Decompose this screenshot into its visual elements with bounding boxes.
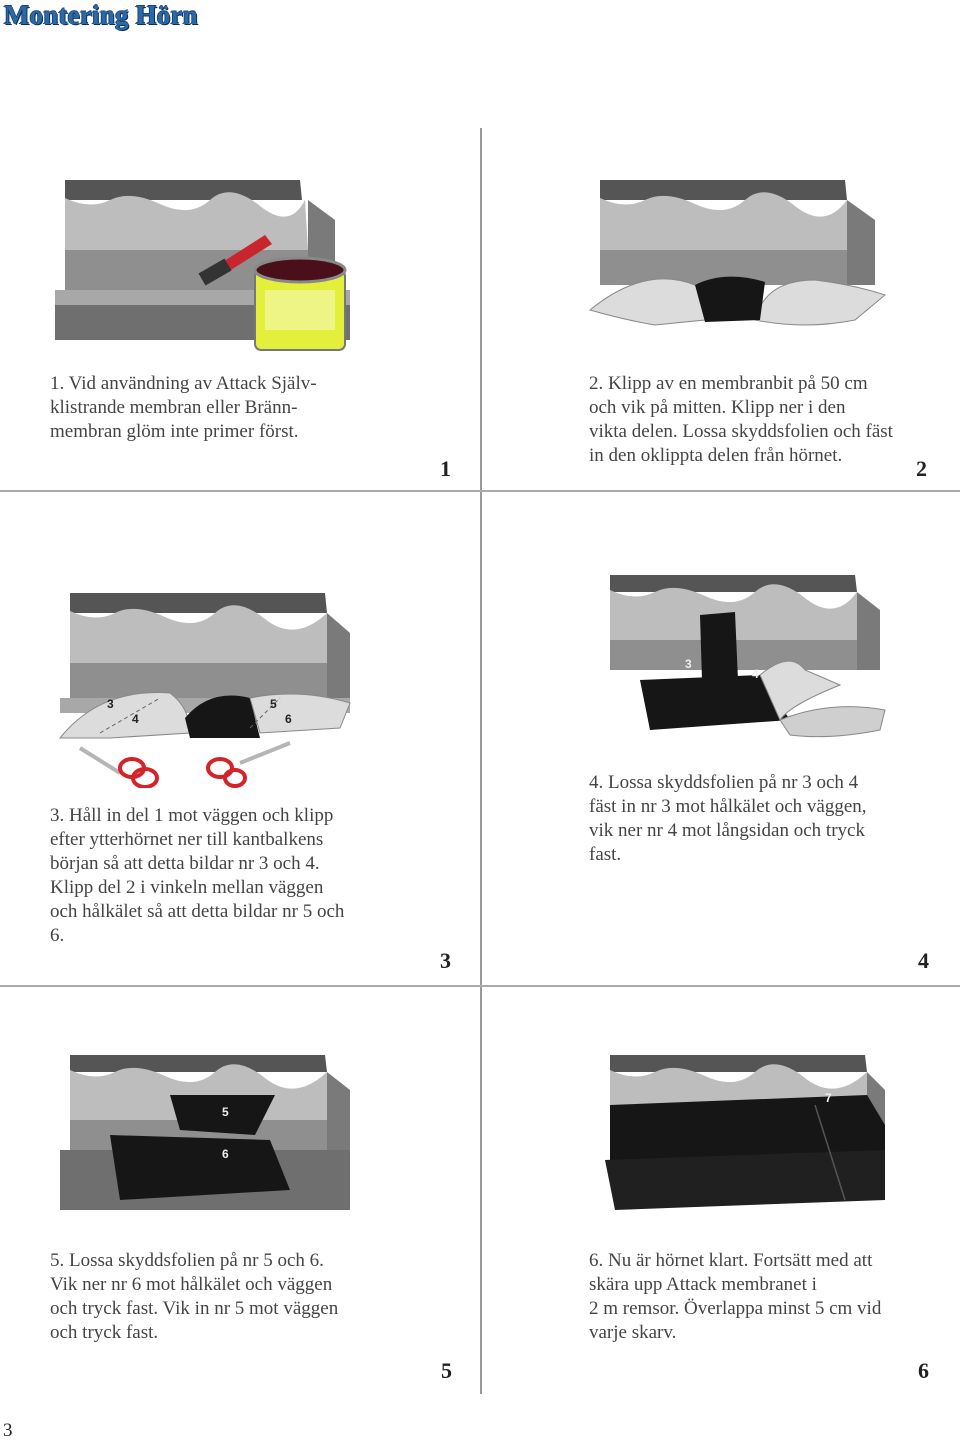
corner-illustration-2 (588, 180, 887, 326)
page-number: 3 (3, 1420, 13, 1441)
step-6-number: 6 (918, 1358, 929, 1383)
scissors-icon-2 (206, 741, 291, 788)
step-3-number: 3 (440, 948, 451, 973)
row-divider-2 (0, 985, 960, 987)
membrane-pieces (58, 692, 351, 739)
concrete-corner (610, 575, 880, 670)
step-6-description: 6. Nu är hörnet klart. Fortsätt med att … (589, 1250, 882, 1343)
step-4-number: 4 (918, 948, 929, 973)
corner-illustration-6: 7 (605, 1055, 885, 1210)
step-4-description: 4. Lossa skyddsfolien på nr 3 och 4 fäst… (589, 772, 867, 865)
row-divider-1 (0, 490, 960, 492)
step-2-description: 2. Klipp av en membranbit på 50 cm och v… (589, 373, 893, 466)
corner-illustration-3: 3 4 5 6 (58, 593, 351, 788)
piece-label-5: 5 (222, 1105, 229, 1119)
membrane-pieces (640, 612, 886, 738)
piece-label-6: 6 (285, 712, 292, 726)
piece-label-6: 6 (222, 1147, 229, 1161)
step-5-number: 5 (441, 1358, 452, 1383)
folded-membrane-silver (588, 276, 887, 326)
piece-label-5: 5 (270, 697, 277, 711)
scissors-icon (78, 746, 159, 788)
piece-label-3: 3 (685, 657, 692, 671)
step-1-description: 1. Vid användning av Attack Själv- klist… (50, 373, 317, 442)
membrane-pieces (110, 1095, 290, 1200)
corner-illustration-5: 5 6 (60, 1055, 350, 1210)
primer-can-icon (253, 256, 347, 351)
piece-label-4: 4 (752, 667, 759, 681)
concrete-corner (600, 180, 875, 285)
concrete-corner (55, 180, 350, 340)
piece-label-7: 7 (825, 1091, 832, 1105)
piece-label-4: 4 (132, 712, 139, 726)
corner-illustration-1 (55, 180, 350, 351)
piece-label-3: 3 (107, 697, 114, 711)
primer-brush-icon (198, 235, 272, 286)
step-2-number: 2 (916, 456, 927, 481)
page-title: Montering Hörn (4, 0, 199, 30)
column-divider (480, 128, 482, 1394)
corner-illustration-4: 3 4 (610, 575, 886, 738)
step-1-number: 1 (440, 456, 451, 481)
step-5-description: 5. Lossa skyddsfolien på nr 5 och 6. Vik… (50, 1250, 339, 1343)
step-3-description: 3. Håll in del 1 mot väggen och klipp ef… (50, 805, 345, 946)
membrane-pieces (605, 1095, 885, 1210)
